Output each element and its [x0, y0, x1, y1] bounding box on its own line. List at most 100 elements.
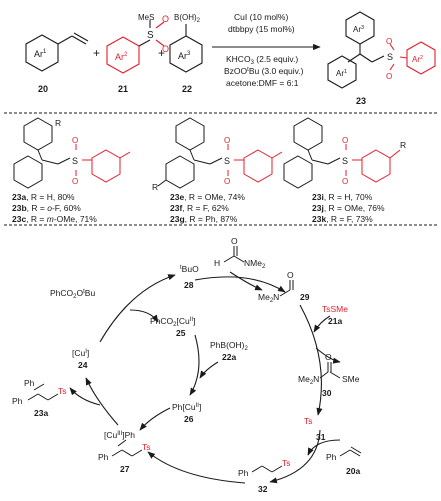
arrow-dmf-in	[229, 271, 263, 291]
product-label-ar1: Ar	[336, 69, 344, 78]
condition-khco3: KHCO3 (2.5 equiv.)	[226, 54, 298, 66]
compound-number-26: 26	[184, 414, 194, 424]
catalytic-cycle-arrows	[69, 271, 341, 484]
arrow-perester-in	[129, 309, 159, 323]
compound-number-30: 30	[322, 388, 332, 398]
arrow-23a-out	[69, 387, 101, 406]
arrow-25-to-26	[189, 334, 200, 396]
scope2-r-label: R	[152, 182, 158, 192]
label-o-21a: O	[162, 14, 169, 24]
cu3-ts: Ts	[142, 442, 151, 452]
compound-number-21: 21	[118, 84, 128, 94]
prod23a-ts: Ts	[58, 386, 67, 396]
scope3-o1: O	[342, 136, 348, 145]
compound-number-23a: 23a	[34, 408, 48, 418]
compound-number-25: 25	[176, 328, 186, 338]
product-23	[327, 11, 436, 89]
svg-text:23k, R = F, 73%: 23k, R = F, 73%	[312, 214, 373, 224]
svg-text:Ar3: Ar3	[353, 25, 364, 34]
compound-number-29: 29	[300, 292, 310, 302]
svg-text:23e, R = OMe, 74%: 23e, R = OMe, 74%	[170, 192, 245, 202]
plus-sign-2: +	[158, 46, 165, 60]
mechanism-bonds	[27, 246, 362, 473]
svg-text:B(OH)2: B(OH)2	[174, 13, 201, 24]
arrow-tssme-in	[313, 315, 331, 333]
arrow-22a-in	[199, 361, 219, 379]
arrow-31-to-32	[269, 429, 321, 484]
sulfone-21	[106, 20, 165, 74]
dmf-o: O	[231, 236, 238, 246]
svg-text:23c, R = m-OMe, 71%: 23c, R = m-OMe, 71%	[12, 214, 97, 224]
svg-text:Ar2: Ar2	[115, 52, 128, 62]
arrow-26-to-27	[139, 407, 171, 431]
scope1-r-label: R	[55, 118, 61, 128]
scope1-o2: O	[72, 177, 78, 186]
svg-text:Ar3: Ar3	[178, 51, 191, 61]
styrene-ph: Ph	[326, 452, 337, 462]
phb-label: PhB(OH)2	[210, 340, 248, 352]
label-boh2: B(OH)	[174, 13, 197, 22]
plus-sign: +	[93, 46, 100, 60]
radical-29: Me2N	[258, 292, 279, 304]
tssme-label: TsSMe	[322, 304, 348, 314]
scope2-o1: O	[224, 136, 230, 145]
scope1-s: S	[72, 156, 78, 166]
radical-29-o: O	[287, 270, 294, 280]
label-ar1: Ar	[34, 49, 43, 59]
phco2cu-label: PhCO2[CuII]	[150, 316, 195, 328]
scope-structure-1	[13, 117, 131, 189]
product-o-b: O	[386, 72, 392, 81]
compound-number-32: 32	[258, 484, 268, 494]
arrow-24-to-28	[99, 274, 176, 343]
dmf-nme2: NMe2	[244, 258, 266, 270]
scope3-entries: 23i, R = H, 70% 23j, R = OMe, 76% 23k, R…	[312, 192, 385, 224]
substrate-scope	[13, 117, 401, 189]
scope-structure-2	[157, 117, 283, 189]
arrow-29-to-31	[299, 304, 323, 416]
condition-cui: CuI (10 mol%)	[234, 12, 288, 22]
product-sulfur: S	[387, 52, 393, 62]
cu1-label: [CuI]	[72, 348, 89, 358]
boronic-acid-22	[169, 24, 203, 73]
compound-number-22a: 22a	[222, 352, 236, 362]
ts-radical: Ts	[304, 416, 313, 426]
svg-text:23j, R = OMe, 76%: 23j, R = OMe, 76%	[312, 203, 385, 213]
condition-dtbbpy: dtbbpy (15 mol%)	[228, 24, 295, 34]
scope2-entries: 23e, R = OMe, 74% 23f, R = F, 62% 23g, R…	[170, 192, 245, 224]
perester-label: PhCO2OtBu	[50, 288, 95, 300]
condition-solvent: acetone:DMF = 6:1	[226, 78, 299, 88]
svg-text:Ar1: Ar1	[34, 49, 47, 59]
phcu2-label: Ph[CuII]	[172, 402, 201, 412]
compound-number-24: 24	[78, 360, 88, 370]
byproduct-sme: SMe	[342, 374, 360, 384]
condition-perester: BzOOtBu (3.0 equiv.)	[224, 66, 304, 76]
svg-text:Ar1: Ar1	[336, 69, 347, 78]
product-label-ar3: Ar	[353, 25, 361, 34]
cu3-label: [CuIII]Ph	[104, 430, 135, 440]
top-reaction	[25, 11, 436, 89]
prod23a-ph1: Ph	[24, 378, 35, 388]
label-mes: MeS	[138, 13, 154, 22]
compound-number-27: 27	[120, 464, 130, 474]
product-label-ar2: Ar	[412, 55, 420, 64]
compound-number-31: 31	[316, 432, 326, 442]
arrow-27-to-24	[85, 377, 119, 426]
svg-text:23i, R = H, 70%: 23i, R = H, 70%	[312, 192, 373, 202]
scope-structure-3	[283, 117, 401, 189]
styrene-20	[25, 32, 89, 72]
scope3-s: S	[342, 156, 348, 166]
scope2-s: S	[224, 156, 230, 166]
scope1-o1: O	[72, 136, 78, 145]
substrate-scope-labels: R S O O 23a, R = H, 80% 23b, R = o-F, 60…	[12, 118, 406, 224]
scope3-r-label: R	[400, 140, 406, 150]
scope3-o2: O	[342, 177, 348, 186]
arrow-32-to-27	[147, 451, 246, 484]
compound-number-20: 20	[38, 84, 48, 94]
arrow-28-to-29	[194, 276, 286, 293]
scope1-entries: 23a, R = H, 80% 23b, R = o-F, 60% 23c, R…	[12, 192, 97, 224]
product-o-a: O	[386, 37, 392, 46]
mechanism-labels: H O NMe2 tBuO 28 Me2N O 29 TsSMe 21a O M…	[12, 236, 360, 494]
arrow-20a-in	[307, 439, 341, 456]
radical-32-ph: Ph	[238, 468, 249, 478]
label-ar3: Ar	[178, 51, 187, 61]
